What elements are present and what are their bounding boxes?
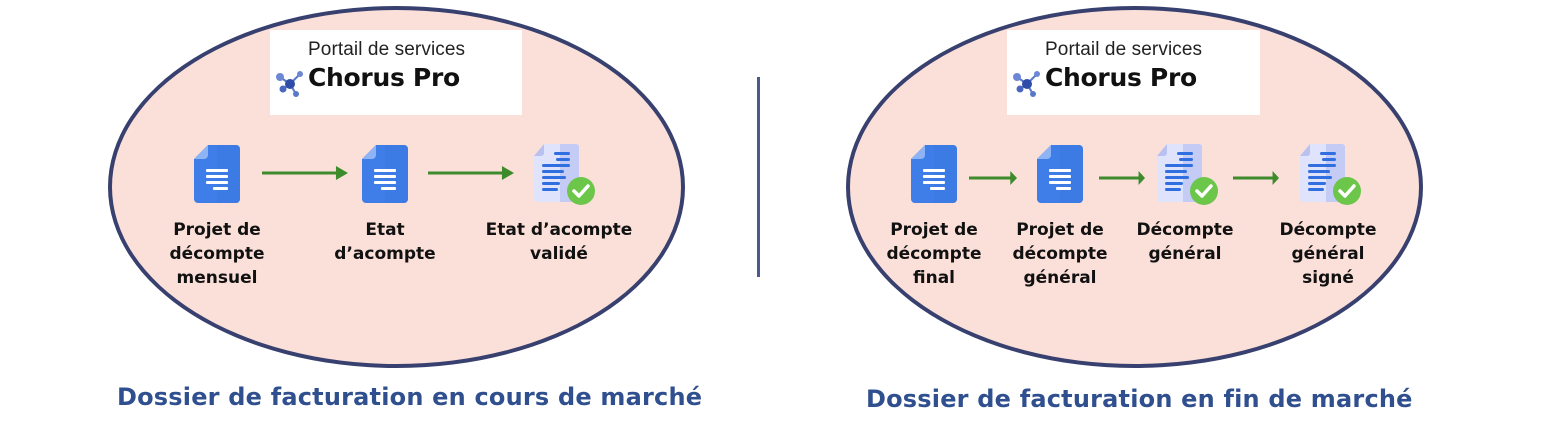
chorus-pro-logo: Portail de services Chorus Pro	[1007, 30, 1260, 115]
arrow-right-icon	[1099, 170, 1145, 186]
arrow-right-icon	[969, 170, 1017, 186]
document-icon	[1037, 145, 1083, 203]
panel-during-contract: Portail de services Chorus Pro Projet de…	[0, 0, 760, 425]
logo-name: Chorus Pro	[1045, 63, 1197, 92]
step-label: Projet de décompte général	[1012, 220, 1108, 288]
panel-caption: Dossier de facturation en cours de march…	[117, 383, 703, 411]
logo-subtitle: Portail de services	[308, 39, 466, 60]
step-label: Décompte général signé	[1279, 220, 1377, 288]
panel-caption: Dossier de facturation en fin de marché	[866, 385, 1413, 413]
document-icon	[911, 145, 957, 203]
step-label: Projet de décompte mensuel	[169, 220, 265, 288]
panel-divider	[757, 77, 760, 277]
step-label: Décompte général	[1136, 220, 1234, 264]
step-label: Projet de décompte final	[886, 220, 982, 288]
document-validated-icon	[1157, 144, 1219, 206]
logo-subtitle: Portail de services	[1045, 39, 1203, 60]
chorus-pro-logo: Portail de services Chorus Pro	[270, 30, 522, 115]
arrow-right-icon	[1233, 170, 1279, 186]
document-validated-icon	[1300, 144, 1362, 206]
logo-name: Chorus Pro	[308, 63, 460, 92]
step-label: Etat d’acompte validé	[485, 220, 633, 264]
chorus-pro-network-icon	[1011, 68, 1043, 98]
step-label: Etat d’acompte	[334, 220, 436, 264]
